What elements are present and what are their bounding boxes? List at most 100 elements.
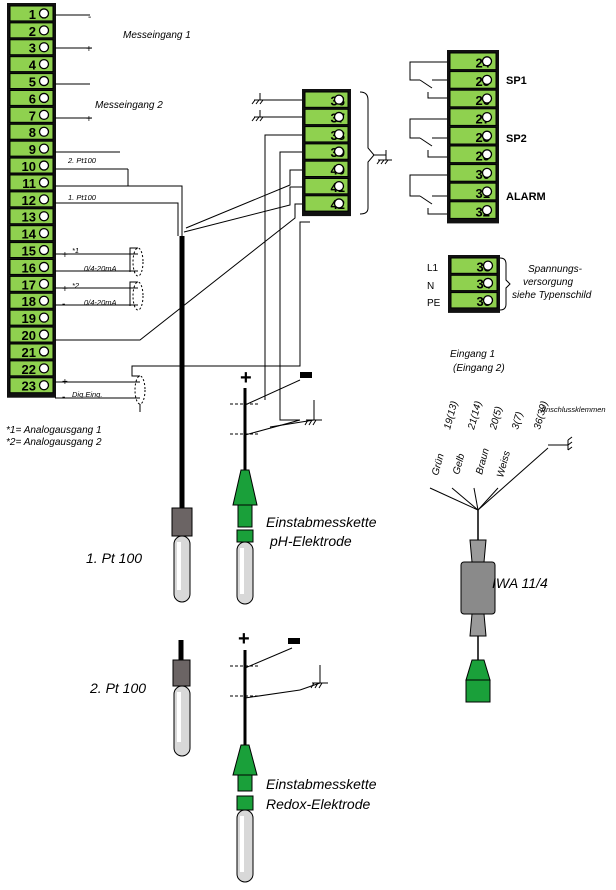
power-note-1: Spannungs- bbox=[528, 264, 583, 275]
terminal-number: 17 bbox=[22, 277, 36, 292]
plus-sign: + bbox=[62, 284, 68, 295]
screw-icon bbox=[38, 143, 50, 154]
screw-icon bbox=[38, 194, 50, 205]
left-terminal: 23 bbox=[9, 377, 54, 394]
plus-sign: + bbox=[62, 250, 68, 261]
left-terminal: 18 bbox=[9, 292, 54, 309]
ground-icon bbox=[376, 150, 392, 165]
terminal-number: 21 bbox=[22, 345, 36, 360]
plus-sign: + bbox=[238, 628, 250, 650]
iwa-input-2: (Eingang 2) bbox=[453, 363, 505, 374]
relay-terminal: 28 bbox=[449, 126, 497, 145]
measure-input-2-label: Messeingang 2 bbox=[95, 100, 163, 111]
iwa-input-1: Eingang 1 bbox=[450, 349, 495, 360]
middle-terminal: 41 bbox=[304, 178, 349, 195]
color-weiss: Weiss bbox=[495, 450, 513, 479]
screw-icon bbox=[38, 92, 50, 104]
terminal-number: 19 bbox=[22, 311, 36, 326]
pin-5: 36(39) bbox=[532, 400, 550, 431]
minus-sign bbox=[288, 638, 300, 644]
left-terminal: 2 bbox=[9, 22, 54, 39]
screw-icon bbox=[333, 180, 345, 192]
pin-3: 20(5) bbox=[488, 405, 505, 431]
relay-terminal: 29 bbox=[449, 145, 497, 164]
screw-icon bbox=[38, 380, 50, 391]
left-terminal: 7 bbox=[9, 106, 54, 123]
plus-sign: + bbox=[86, 114, 92, 125]
screw-icon bbox=[38, 59, 50, 70]
terminal-number: 2 bbox=[29, 24, 36, 39]
footnote-2: *2= Analogausgang 2 bbox=[6, 437, 102, 448]
left-terminal: 19 bbox=[9, 309, 54, 326]
screw-icon bbox=[38, 363, 50, 374]
screw-icon bbox=[38, 278, 50, 290]
relay-terminal: 32 bbox=[449, 201, 497, 219]
screw-icon bbox=[38, 160, 50, 171]
middle-terminal-block: 36373839404142 bbox=[302, 89, 351, 217]
left-block-annotations: - + Messeingang 1 + Messeingang 2 2. Pt1… bbox=[6, 12, 310, 448]
pt100-2-probe: 2. Pt 100 bbox=[89, 640, 191, 757]
screw-icon bbox=[38, 227, 50, 239]
screw-icon bbox=[333, 94, 345, 105]
pin-1: 19(13) bbox=[442, 400, 460, 431]
plus-sign: + bbox=[86, 44, 92, 55]
mark-1: *1 bbox=[72, 246, 79, 255]
terminal-number: 23 bbox=[22, 379, 36, 394]
left-terminal: 4 bbox=[9, 56, 54, 73]
screw-icon bbox=[333, 198, 345, 209]
left-terminal: 20 bbox=[9, 326, 54, 343]
redox-line-2: Redox-Elektrode bbox=[266, 796, 370, 812]
relay-terminal-block: 242526272829303132 bbox=[447, 50, 499, 224]
terminal-number: 9 bbox=[29, 142, 36, 157]
ground-icon bbox=[310, 665, 328, 689]
measure-input-1-label: Messeingang 1 bbox=[123, 30, 191, 41]
left-terminal: 3 bbox=[9, 39, 54, 56]
screw-icon bbox=[38, 329, 50, 340]
left-terminal: 5 bbox=[9, 73, 54, 90]
terminal-number: 14 bbox=[22, 227, 37, 242]
relay-terminal: 24 bbox=[449, 52, 497, 71]
plus-sign: + bbox=[240, 367, 252, 389]
plus-sign: + bbox=[62, 377, 68, 388]
power-terminal: 34 bbox=[450, 274, 498, 292]
ph-line-2: pH-Elektrode bbox=[269, 533, 352, 549]
pin-4: 3(7) bbox=[510, 411, 525, 431]
screw-icon bbox=[481, 93, 493, 104]
screw-icon bbox=[38, 75, 50, 87]
left-terminal: 17 bbox=[9, 275, 54, 292]
left-terminal: 11 bbox=[9, 174, 54, 191]
terminal-number: 22 bbox=[22, 362, 36, 377]
power-terminal: 33 bbox=[450, 257, 498, 274]
relay-wiring: SP1 SP2 ALARM L1 N PE Spannungs- versorg… bbox=[409, 61, 592, 311]
pt100-2-title: 2. Pt 100 bbox=[89, 680, 146, 696]
screw-icon bbox=[38, 295, 50, 306]
relay-terminal: 31 bbox=[449, 182, 497, 201]
left-terminal: 13 bbox=[9, 208, 54, 225]
left-terminal: 1 bbox=[9, 5, 54, 22]
screw-icon bbox=[333, 111, 345, 123]
pt100-1-label: 1. Pt100 bbox=[68, 193, 97, 202]
screw-icon bbox=[38, 177, 50, 188]
middle-terminal: 40 bbox=[304, 160, 349, 178]
power-terminal-block: 333435 bbox=[448, 255, 500, 313]
relay-terminal: 26 bbox=[449, 89, 497, 108]
pt100-1-title: 1. Pt 100 bbox=[86, 550, 142, 566]
screw-icon bbox=[38, 244, 50, 256]
power-note-2: versorgung bbox=[523, 277, 573, 288]
range-2-label: 0/4-20mA bbox=[84, 298, 117, 307]
terminal-number: 7 bbox=[29, 108, 36, 123]
pt100-2-label: 2. Pt100 bbox=[67, 156, 97, 165]
screw-icon bbox=[333, 146, 345, 157]
minus-sign bbox=[300, 372, 312, 378]
ph-line-1: Einstabmesskette bbox=[266, 514, 377, 530]
terminal-number: 6 bbox=[29, 91, 36, 106]
left-terminal: 10 bbox=[9, 157, 54, 174]
terminal-number: 3 bbox=[29, 41, 36, 56]
pt100-1-probe: 1. Pt 100 bbox=[86, 236, 193, 603]
minus-sign: - bbox=[62, 266, 65, 277]
connection-terminals-label: Anschlussklemmen bbox=[540, 405, 606, 414]
screw-icon bbox=[482, 277, 494, 289]
color-braun: Braun bbox=[474, 447, 492, 476]
screw-icon bbox=[481, 56, 493, 67]
